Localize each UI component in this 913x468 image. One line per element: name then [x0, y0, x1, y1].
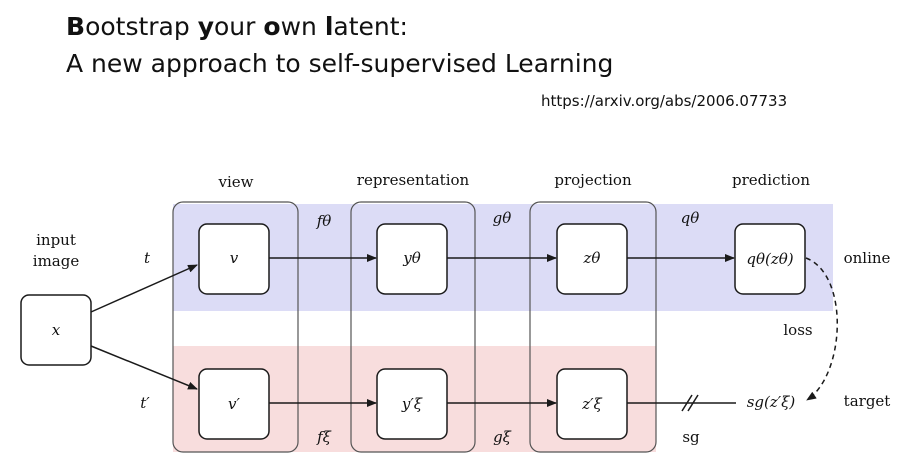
target-projection-label: z′ξ — [581, 395, 602, 413]
title-word-bootstrap: ootstrap — [85, 12, 198, 41]
title-line-1: Bootstrap your own latent: — [66, 8, 613, 45]
target-view-label: v′ — [228, 395, 240, 413]
column-header-view: view — [218, 173, 254, 191]
branch-target-label: target — [844, 392, 891, 410]
online-view-label: v — [230, 249, 239, 267]
label-g-theta: gθ — [493, 209, 512, 227]
title-letter-o: o — [263, 12, 281, 41]
representation-column-frame — [350, 201, 476, 453]
online-representation-node — [376, 223, 448, 295]
input-node-x: x — [52, 321, 61, 339]
online-projection-node — [556, 223, 628, 295]
label-f-theta: fθ — [316, 212, 332, 230]
label-f-xi: fξ — [316, 428, 332, 446]
title-letter-l: l — [324, 12, 334, 41]
input-node-box — [20, 294, 92, 366]
target-representation-label: y′ξ — [401, 395, 423, 413]
label-q-theta: qθ — [681, 209, 700, 227]
loss-label: loss — [783, 321, 812, 339]
online-prediction-node — [734, 223, 806, 295]
branch-online-label: online — [844, 249, 891, 267]
stop-gradient-marker — [681, 394, 699, 412]
arrow-t-target — [90, 345, 198, 390]
online-view-node — [198, 223, 270, 295]
label-t: t — [144, 249, 151, 267]
title-letter-y: y — [197, 12, 214, 41]
paper-title: Bootstrap your own latent: A new approac… — [66, 8, 613, 82]
title-word-own: wn — [280, 12, 325, 41]
input-label: input — [36, 231, 76, 249]
target-projection-node — [556, 368, 628, 440]
online-representation-label: yθ — [402, 249, 421, 267]
target-view-node — [198, 368, 270, 440]
title-letter-b: B — [66, 12, 86, 41]
online-prediction-label: qθ(zθ) — [746, 250, 793, 268]
label-t-prime: t′ — [140, 394, 150, 412]
title-word-your: our — [214, 12, 264, 41]
paper-url[interactable]: https://arxiv.org/abs/2006.07733 — [541, 92, 788, 110]
projection-column-frame — [529, 201, 657, 453]
label-sg: sg — [682, 428, 700, 446]
view-column-frame — [172, 201, 299, 453]
image-label: image — [33, 252, 80, 270]
loss-dashed-arrow — [805, 257, 838, 401]
online-projection-label: zθ — [583, 249, 601, 267]
label-g-xi: gξ — [493, 428, 512, 446]
title-word-latent: atent: — [333, 12, 408, 41]
arrow-t-online — [90, 264, 198, 313]
column-header-prediction: prediction — [732, 171, 810, 189]
title-line-2: A new approach to self-supervised Learni… — [66, 49, 614, 78]
column-header-representation: representation — [357, 171, 470, 189]
target-sg-label: sg(z′ξ) — [747, 393, 796, 411]
column-header-projection: projection — [554, 171, 632, 189]
target-representation-node — [376, 368, 448, 440]
